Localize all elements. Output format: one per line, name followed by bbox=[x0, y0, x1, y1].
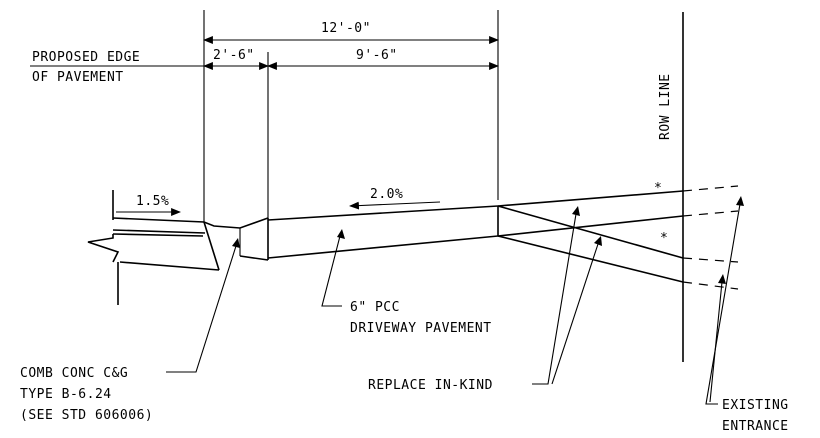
curb-label-3: (SEE STD 606006) bbox=[20, 408, 153, 423]
pcc-label-1: 6" PCC bbox=[350, 300, 400, 315]
proposed-edge-label-1: PROPOSED EDGE bbox=[32, 50, 140, 65]
dimension-total: 12'-0" bbox=[321, 21, 371, 36]
slope-arrow-right bbox=[349, 201, 441, 210]
pcc-leader bbox=[321, 235, 342, 307]
replace-leader-1 bbox=[532, 213, 577, 385]
proposed-edge-label-2: OF PAVEMENT bbox=[32, 70, 124, 85]
slope-right-label: 2.0% bbox=[370, 187, 403, 202]
existing-entrance bbox=[497, 185, 739, 290]
curb-label-2: TYPE B-6.24 bbox=[20, 387, 112, 402]
curb-leader bbox=[166, 245, 237, 373]
dimension-right: 9'-6" bbox=[356, 48, 398, 63]
existing-leader-1 bbox=[705, 203, 741, 405]
curb-label-1: COMB CONC C&G bbox=[20, 366, 128, 381]
curb-and-gutter bbox=[87, 190, 269, 305]
existing-label-1: EXISTING bbox=[722, 398, 789, 413]
slope-left-label: 1.5% bbox=[136, 194, 169, 209]
driveway-pavement bbox=[267, 205, 499, 259]
existing-leader-2 bbox=[709, 281, 723, 403]
existing-label-2: ENTRANCE bbox=[722, 419, 789, 434]
dimension-lines bbox=[203, 10, 499, 222]
asterisk-upper: * bbox=[654, 181, 662, 196]
row-line-label: ROW LINE bbox=[658, 73, 673, 140]
replace-leader-2 bbox=[551, 243, 599, 385]
dimension-left: 2'-6" bbox=[213, 48, 255, 63]
asterisk-lower: * bbox=[660, 231, 668, 246]
pcc-label-2: DRIVEWAY PAVEMENT bbox=[350, 321, 492, 336]
replace-label: REPLACE IN-KIND bbox=[368, 378, 493, 393]
